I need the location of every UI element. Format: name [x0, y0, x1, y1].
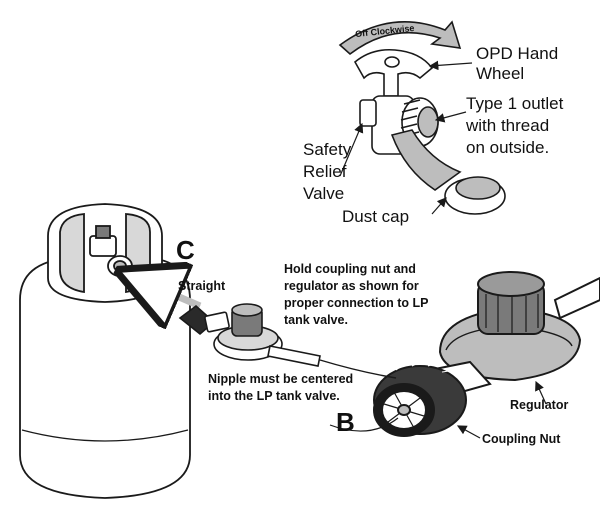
dust-cap-strap	[390, 129, 462, 191]
hold-instruction-line3: proper connection to LP	[284, 296, 429, 310]
safety-relief-label-line2: Relief	[303, 162, 347, 181]
step-b-letter: B	[336, 407, 355, 437]
dust-cap-label: Dust cap	[342, 207, 410, 226]
opd-hand-wheel-label-line1: OPD Hand	[476, 44, 559, 63]
opd-hand-wheel-label-line2: Wheel	[476, 64, 525, 83]
large-regulator-assembly	[329, 271, 600, 439]
hold-instruction-line4: tank valve.	[284, 313, 348, 327]
lp-tank	[19, 203, 202, 499]
hand-wheel	[353, 48, 434, 97]
regulator-cap	[477, 271, 545, 335]
type1-outlet-label-line1: Type 1 outlet	[466, 94, 564, 113]
type1-outlet-label-line2: with thread	[466, 116, 550, 135]
safety-relief-label-line3: Valve	[303, 184, 345, 203]
regulator-label: Regulator	[510, 398, 569, 412]
coupling-nut-label: Coupling Nut	[482, 432, 561, 446]
hold-instruction-line1: Hold coupling nut and	[284, 262, 416, 276]
type1-outlet-label-line3: on outside.	[466, 138, 550, 157]
straight-label: Straight	[178, 279, 226, 293]
small-regulator-assembly	[178, 303, 321, 367]
off-clockwise-arrow	[338, 20, 462, 56]
opd-valve-inset	[338, 20, 506, 215]
coupling-nut	[373, 359, 467, 437]
safety-relief-valve	[359, 99, 377, 127]
safety-relief-label-line1: Safety	[303, 140, 352, 159]
step-c-letter: C	[176, 235, 195, 265]
dust-cap	[444, 176, 506, 215]
nipple-instruction-line2: into the LP tank valve.	[208, 389, 340, 403]
nipple-instruction-line1: Nipple must be centered	[208, 372, 354, 386]
hold-instruction-line2: regulator as shown for	[284, 279, 419, 293]
hose-line	[319, 359, 397, 379]
